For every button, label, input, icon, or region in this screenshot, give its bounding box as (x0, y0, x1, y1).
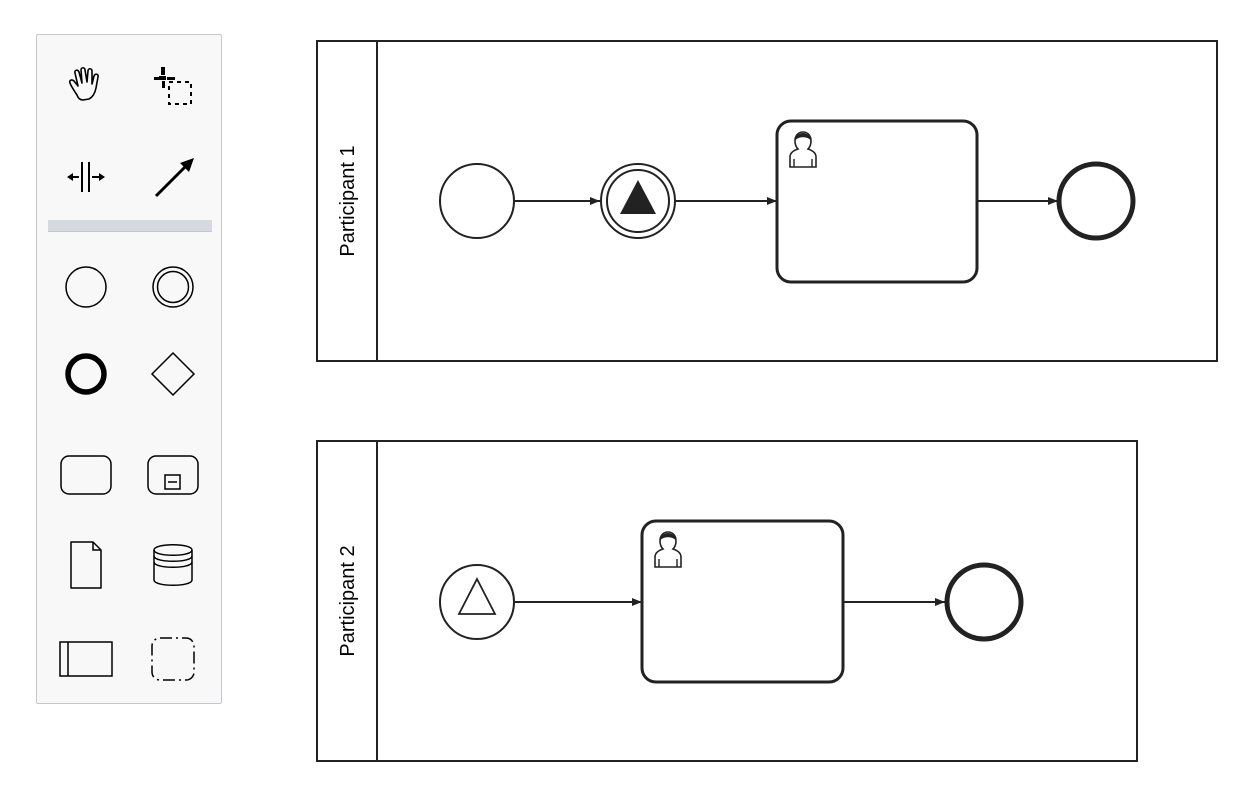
escalation-start-event[interactable] (439, 564, 515, 640)
end-event[interactable] (944, 562, 1024, 642)
end-event[interactable] (1056, 161, 1136, 241)
end-event-icon[interactable] (54, 342, 118, 406)
lasso-tool-icon[interactable] (141, 52, 205, 116)
gateway-icon[interactable] (141, 342, 205, 406)
space-tool-icon[interactable] (54, 145, 118, 209)
data-object-icon[interactable] (54, 532, 118, 596)
user-task[interactable] (640, 519, 845, 684)
participant-icon[interactable] (54, 627, 118, 691)
global-connect-tool-icon[interactable] (141, 145, 205, 209)
group-icon[interactable] (141, 627, 205, 691)
escalation-icon (457, 577, 497, 615)
escalation-icon (620, 180, 656, 214)
intermediate-escalation-event[interactable] (600, 163, 676, 239)
hand-tool-icon[interactable] (54, 52, 118, 116)
intermediate-event-icon[interactable] (141, 255, 205, 319)
tool-palette (36, 34, 222, 704)
task-icon[interactable] (54, 442, 118, 506)
pool-label: Participant 2 (337, 545, 359, 656)
data-store-icon[interactable] (141, 532, 205, 596)
start-event-icon[interactable] (54, 255, 118, 319)
subprocess-icon[interactable] (141, 442, 205, 506)
palette-separator (48, 220, 212, 232)
start-event[interactable] (439, 163, 515, 239)
user-task[interactable] (775, 119, 979, 284)
pool-label: Participant 1 (337, 145, 359, 256)
